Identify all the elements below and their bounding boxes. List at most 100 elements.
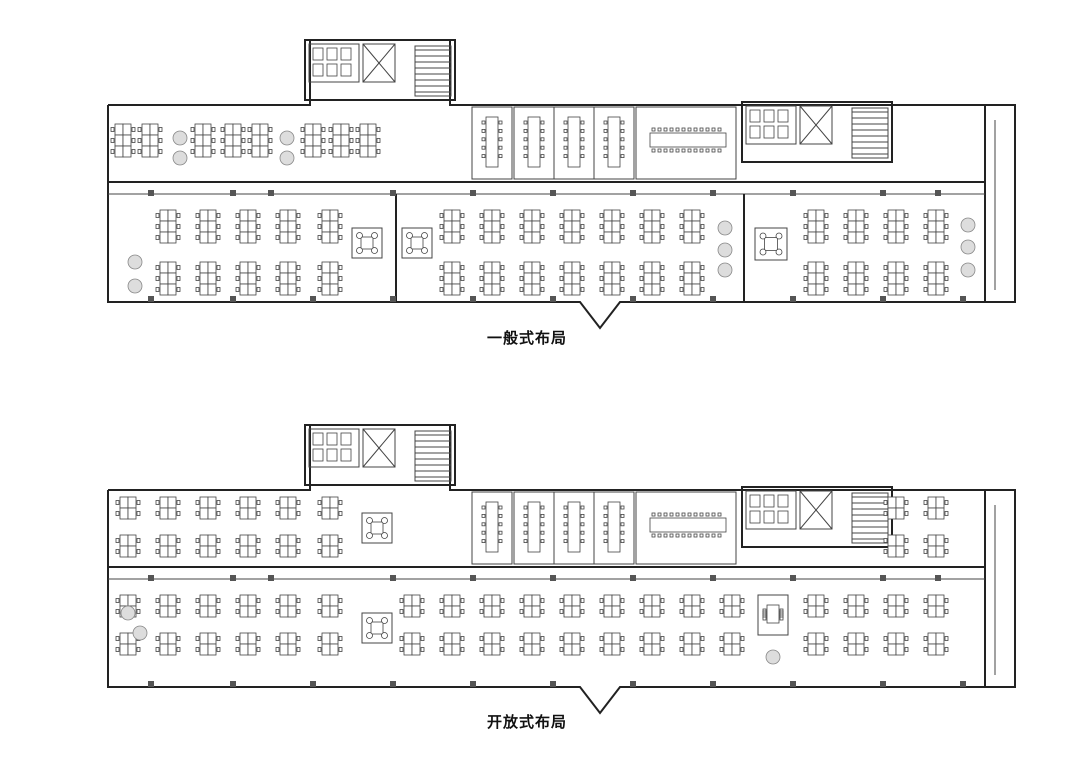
desk-column bbox=[317, 594, 343, 618]
desk bbox=[483, 605, 493, 618]
desk bbox=[807, 594, 817, 607]
chair bbox=[740, 609, 745, 614]
chair bbox=[580, 609, 585, 614]
chair bbox=[675, 148, 680, 153]
desk bbox=[571, 209, 581, 222]
chair bbox=[235, 224, 240, 229]
chair bbox=[580, 224, 585, 229]
chair bbox=[717, 533, 722, 538]
chair bbox=[717, 148, 722, 153]
room-wall bbox=[635, 491, 737, 565]
meeting-room bbox=[553, 106, 595, 180]
desk bbox=[895, 261, 905, 274]
chair bbox=[705, 127, 710, 132]
desk bbox=[683, 605, 693, 618]
desk bbox=[847, 594, 857, 607]
service-core bbox=[304, 39, 456, 101]
desk bbox=[207, 272, 217, 285]
desk bbox=[935, 605, 945, 618]
toilet bbox=[326, 63, 338, 77]
chair bbox=[923, 647, 928, 652]
chair bbox=[235, 511, 240, 516]
desk bbox=[935, 632, 945, 645]
desk bbox=[531, 283, 541, 296]
chair bbox=[296, 265, 301, 270]
structural-column bbox=[470, 681, 476, 687]
chair bbox=[660, 647, 665, 652]
chair bbox=[923, 276, 928, 281]
desk bbox=[651, 643, 661, 656]
chair bbox=[498, 505, 503, 510]
table-top bbox=[132, 625, 148, 641]
desk bbox=[207, 209, 217, 222]
desk bbox=[207, 594, 217, 607]
desk bbox=[321, 643, 331, 656]
chair bbox=[700, 235, 705, 240]
room-wall bbox=[593, 491, 635, 565]
chair bbox=[711, 512, 716, 517]
desk bbox=[321, 632, 331, 645]
desk bbox=[895, 507, 905, 520]
desk bbox=[232, 134, 242, 147]
desk-column bbox=[679, 594, 705, 618]
structural-column bbox=[148, 681, 154, 687]
desk bbox=[563, 594, 573, 607]
chair bbox=[275, 224, 280, 229]
desk bbox=[239, 632, 249, 645]
toilet bbox=[763, 125, 775, 139]
desk bbox=[927, 231, 937, 244]
chair bbox=[155, 598, 160, 603]
desk bbox=[847, 261, 857, 274]
desk bbox=[443, 209, 453, 222]
desk bbox=[531, 209, 541, 222]
seat bbox=[775, 248, 783, 256]
chair bbox=[599, 265, 604, 270]
desk-column bbox=[235, 594, 261, 618]
desk bbox=[611, 283, 621, 296]
chair bbox=[256, 500, 261, 505]
chair bbox=[275, 636, 280, 641]
desk-column bbox=[317, 534, 343, 558]
table-top bbox=[172, 130, 188, 146]
chair bbox=[300, 127, 305, 132]
desk bbox=[847, 643, 857, 656]
chair bbox=[639, 287, 644, 292]
desk-column bbox=[399, 632, 425, 656]
desk bbox=[643, 643, 653, 656]
chair bbox=[296, 276, 301, 281]
chair bbox=[317, 636, 322, 641]
chair bbox=[883, 549, 888, 554]
structural-column bbox=[390, 681, 396, 687]
desk bbox=[691, 643, 701, 656]
chair bbox=[824, 636, 829, 641]
desk bbox=[935, 231, 945, 244]
chair bbox=[904, 538, 909, 543]
chair bbox=[317, 213, 322, 218]
desk bbox=[651, 231, 661, 244]
chair bbox=[923, 224, 928, 229]
chair bbox=[944, 609, 949, 614]
desk bbox=[207, 261, 217, 274]
chair bbox=[883, 636, 888, 641]
chair bbox=[481, 137, 486, 142]
chair bbox=[559, 636, 564, 641]
chair bbox=[603, 514, 608, 518]
chair bbox=[519, 235, 524, 240]
desk-column bbox=[519, 209, 545, 244]
desk bbox=[927, 545, 937, 558]
chair bbox=[843, 598, 848, 603]
chair bbox=[195, 609, 200, 614]
chair bbox=[176, 276, 181, 281]
chair bbox=[115, 511, 120, 516]
seat bbox=[381, 617, 388, 624]
desk bbox=[855, 231, 865, 244]
desk-column bbox=[843, 261, 869, 296]
chair bbox=[563, 154, 568, 159]
toilet bbox=[749, 494, 761, 508]
chair bbox=[620, 213, 625, 218]
chair bbox=[563, 522, 568, 527]
desk bbox=[531, 272, 541, 285]
chair bbox=[268, 149, 273, 154]
table-top bbox=[765, 649, 781, 665]
desk-column bbox=[195, 496, 221, 520]
